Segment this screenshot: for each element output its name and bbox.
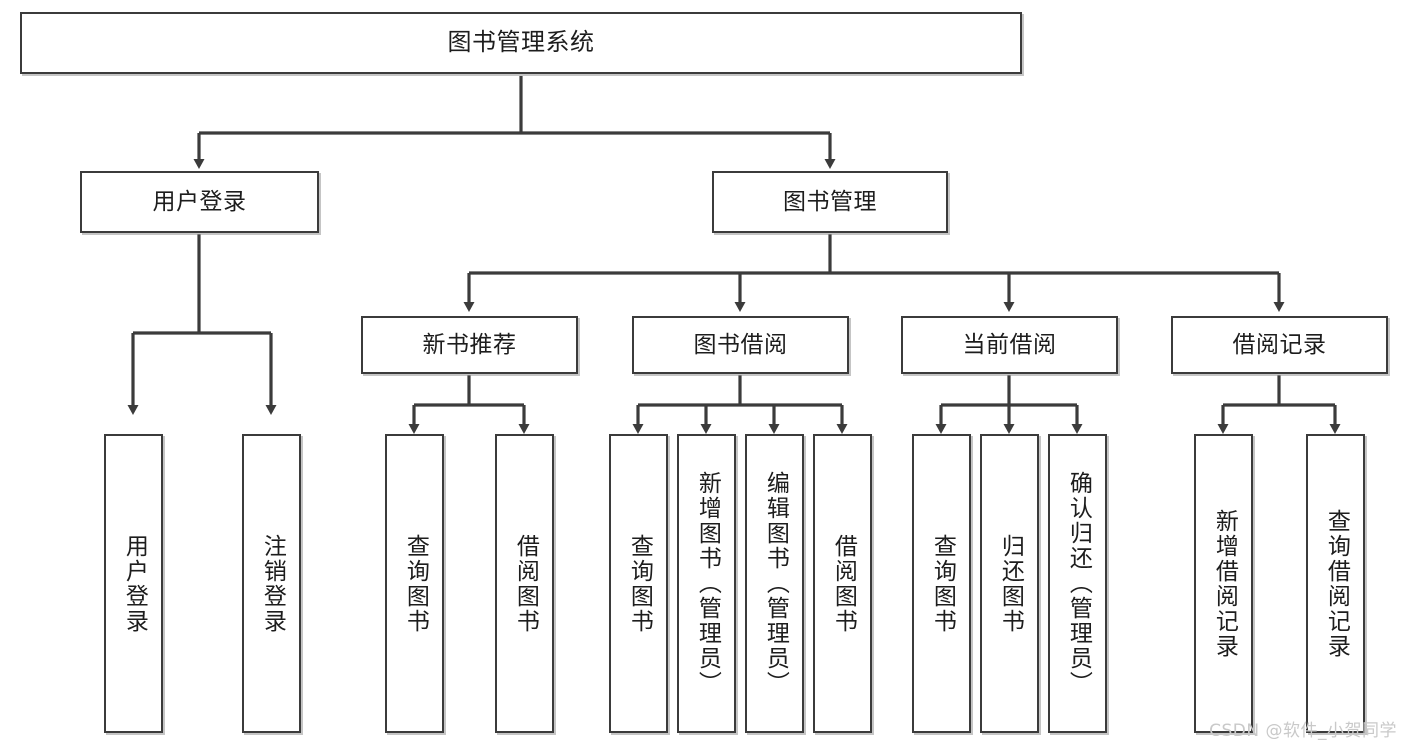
node-label: 查询借阅记录 [1323, 508, 1350, 659]
leaf-add-borrow-record[interactable]: 新增借阅记录 [1194, 434, 1253, 733]
node-label: 借阅记录 [1232, 331, 1327, 358]
node-user-login[interactable]: 用户登录 [80, 171, 319, 233]
leaf-user-login[interactable]: 用户登录 [104, 434, 163, 733]
leaf-user-logout[interactable]: 注销登录 [242, 434, 301, 733]
node-label: 编辑图书（管理员） [762, 471, 789, 696]
node-label: 新增图书（管理员） [694, 471, 721, 696]
node-label: 当前借阅 [962, 331, 1057, 358]
node-label: 新书推荐 [422, 331, 517, 358]
leaf-return-book[interactable]: 归还图书 [980, 434, 1039, 733]
node-label: 用户登录 [121, 533, 148, 634]
node-label: 借阅图书 [830, 533, 857, 634]
leaf-query-borrow-record[interactable]: 查询借阅记录 [1306, 434, 1365, 733]
node-label: 归还图书 [997, 533, 1024, 634]
node-label: 查询图书 [626, 533, 653, 634]
node-current-borrow[interactable]: 当前借阅 [901, 316, 1118, 374]
node-borrow-record[interactable]: 借阅记录 [1171, 316, 1388, 374]
watermark: CSDN @软件_小贺同学 [1209, 721, 1397, 741]
node-label: 用户登录 [152, 188, 247, 215]
node-root-system[interactable]: 图书管理系统 [20, 12, 1022, 74]
leaf-borrow-book-recommend[interactable]: 借阅图书 [495, 434, 554, 733]
leaf-borrow-book[interactable]: 借阅图书 [813, 434, 872, 733]
leaf-query-book-recommend[interactable]: 查询图书 [385, 434, 444, 733]
node-label: 图书借阅 [693, 331, 788, 358]
node-label: 图书管理系统 [447, 28, 595, 57]
node-book-manage[interactable]: 图书管理 [712, 171, 948, 233]
node-label: 查询图书 [929, 533, 956, 634]
node-label: 图书管理 [783, 188, 877, 215]
node-label: 新增借阅记录 [1211, 508, 1238, 659]
node-book-borrow[interactable]: 图书借阅 [632, 316, 849, 374]
node-new-book-recommend[interactable]: 新书推荐 [361, 316, 578, 374]
leaf-confirm-return[interactable]: 确认归还（管理员） [1048, 434, 1107, 733]
leaf-edit-book[interactable]: 编辑图书（管理员） [745, 434, 804, 733]
node-label: 查询图书 [402, 533, 429, 634]
leaf-query-book-current[interactable]: 查询图书 [912, 434, 971, 733]
node-label: 确认归还（管理员） [1065, 471, 1092, 696]
leaf-add-book[interactable]: 新增图书（管理员） [677, 434, 736, 733]
node-label: 注销登录 [259, 533, 286, 634]
leaf-query-book-borrow[interactable]: 查询图书 [609, 434, 668, 733]
node-label: 借阅图书 [512, 533, 539, 634]
